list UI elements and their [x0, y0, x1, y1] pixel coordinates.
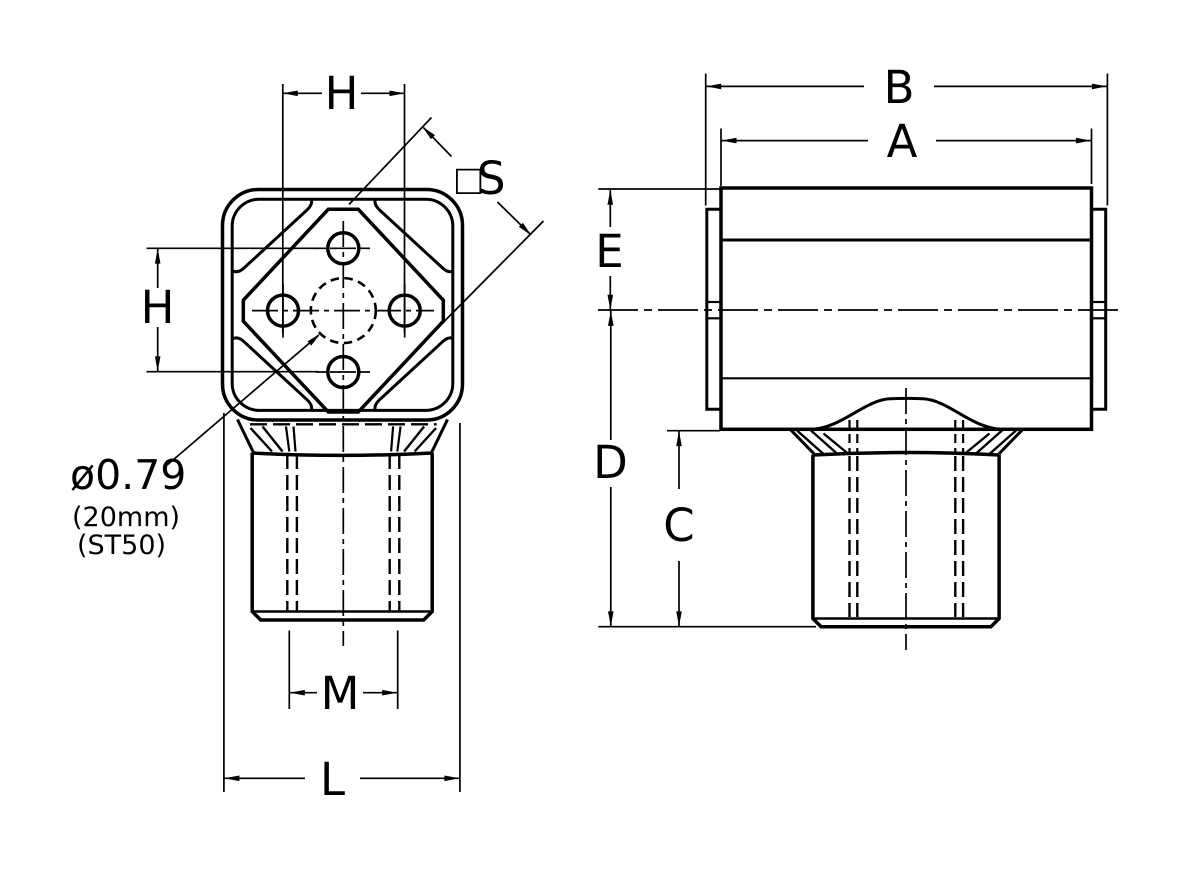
- bore-material-label: (ST50): [77, 530, 166, 561]
- dimension-d: D: [593, 310, 628, 627]
- bore-diameter-label: ø0.79: [70, 451, 186, 499]
- dimension-s-label: S: [477, 152, 506, 205]
- dimension-c-label: C: [663, 499, 694, 552]
- dimension-l-label: L: [320, 753, 345, 806]
- dimension-s-square-symbol: □: [453, 159, 484, 198]
- dimension-b: B: [704, 61, 1109, 206]
- bore-callout: ø0.79 (20mm) (ST50): [70, 333, 321, 561]
- dimension-e-label: E: [595, 225, 623, 278]
- dimension-h-top: H: [281, 67, 406, 333]
- dimension-d-label: D: [593, 436, 628, 489]
- dimension-h-side-label: H: [141, 281, 175, 334]
- dimension-a: A: [720, 115, 1093, 186]
- diamond-web: [241, 207, 446, 414]
- front-view: H H □ S: [70, 67, 545, 806]
- dimension-a-label: A: [887, 115, 918, 168]
- dimension-l: L: [223, 413, 461, 806]
- front-thread-lines: [286, 454, 401, 611]
- neck-fan-lines: [249, 425, 437, 453]
- bore-metric-label: (20mm): [72, 502, 180, 533]
- dimension-b-label: B: [884, 61, 915, 114]
- side-view: B A E: [593, 61, 1119, 650]
- dimension-m-label: M: [321, 667, 360, 720]
- front-stem: [250, 451, 434, 622]
- side-fan-lines: [796, 429, 1017, 455]
- side-stem: [811, 388, 1001, 650]
- side-neck: [789, 420, 1024, 455]
- side-thread-lines: [848, 456, 965, 617]
- dimension-c: C: [598, 429, 816, 628]
- corner-void-edges: [232, 199, 455, 411]
- dimension-h-side: H: [141, 247, 318, 373]
- front-neck: [236, 418, 449, 454]
- front-centerlines: [252, 221, 434, 646]
- dimension-e: E: [595, 188, 720, 310]
- dimension-m: M: [288, 630, 399, 720]
- dimension-h-top-label: H: [325, 67, 359, 120]
- dimension-s: □ S: [348, 116, 545, 358]
